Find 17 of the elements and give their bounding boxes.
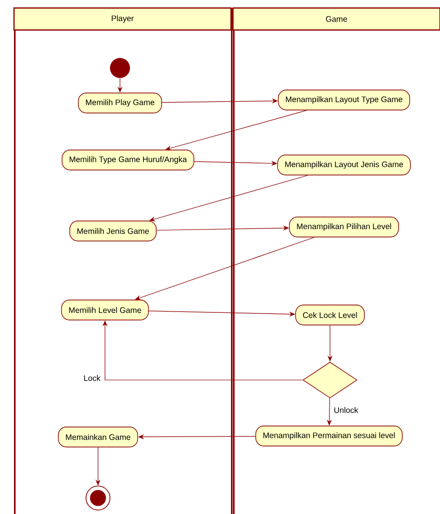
action-box: Menampilkan Layout Type Game: [278, 90, 410, 110]
action-box: Menampilkan Layout Jenis Game: [277, 154, 411, 176]
action-box: Memainkan Game: [58, 426, 138, 448]
edge-label: Lock: [82, 374, 102, 382]
end-circle: [86, 486, 110, 510]
lane-header: Game: [232, 7, 440, 31]
action-box: Cek Lock Level: [295, 304, 365, 326]
action-box: Memilih Play Game: [78, 92, 162, 114]
decision-diamond: [302, 362, 358, 398]
edge-label: Unlock: [332, 406, 360, 414]
action-box: Memilih Type Game Huruf/Angka: [62, 150, 194, 170]
lane-header: Player: [13, 7, 232, 31]
start-circle: [110, 58, 130, 78]
action-box: Menampilkan Permainan sesuai level: [255, 426, 403, 446]
action-box: Menampilkan Pilihan Level: [289, 216, 399, 238]
action-box: Memilih Level Game: [61, 300, 149, 320]
action-box: Memilih Jenis Game: [69, 220, 157, 242]
